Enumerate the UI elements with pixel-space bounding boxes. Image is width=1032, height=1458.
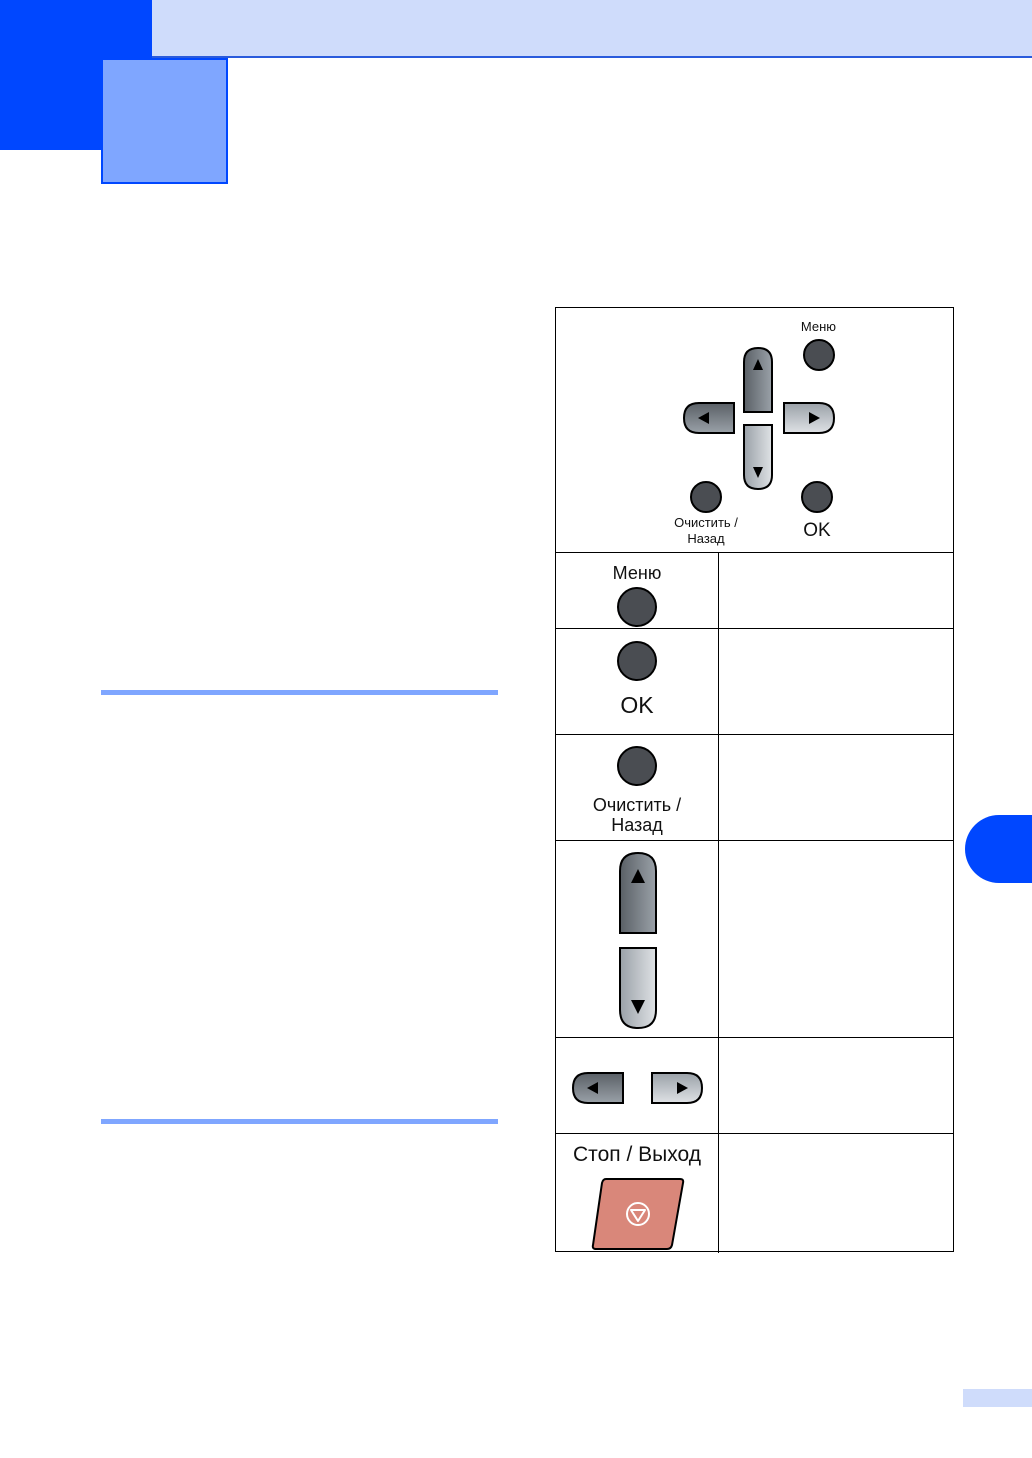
stop-exit-key-icon (592, 1177, 684, 1251)
right-arrow-button-icon (782, 401, 836, 435)
key-row-ok-description (719, 629, 955, 734)
key-row-menu-description (719, 553, 955, 628)
ok-label: OK (796, 520, 838, 542)
section-divider (101, 690, 498, 695)
up-arrow-button-icon (742, 346, 774, 414)
key-row-clear-back: Очистить / Назад (556, 735, 718, 840)
ok-button-icon (800, 480, 834, 514)
down-arrow-button-icon (742, 423, 774, 491)
key-row-menu: Меню (556, 553, 718, 628)
key-row-stop-exit-description (719, 1134, 955, 1252)
ok-key-label: OK (607, 692, 667, 719)
menu-button-icon (802, 338, 836, 372)
key-row-up-down (556, 841, 718, 1037)
menu-label: Меню (796, 319, 841, 334)
clear-back-button-icon (689, 480, 723, 514)
chapter-side-tab (965, 815, 1032, 883)
key-row-clear-back-description (719, 735, 955, 840)
section-divider (101, 1119, 498, 1124)
clear-back-label-line2: Назад (676, 531, 736, 546)
clear-back-label-line1: Очистить / (661, 515, 751, 530)
left-key-icon (571, 1071, 625, 1105)
left-arrow-button-icon (682, 401, 736, 435)
ok-key-icon (616, 640, 658, 682)
chapter-number-box (101, 58, 228, 184)
key-row-left-right-description (719, 1038, 955, 1133)
clear-back-key-label-line1: Очистить / (572, 795, 702, 816)
clear-back-key-icon (616, 745, 658, 787)
clear-back-key-label-line2: Назад (587, 815, 687, 836)
page-number-tab (963, 1389, 1032, 1407)
control-panel-overview: Меню Очистить / Назад (556, 308, 953, 553)
key-row-ok: OK (556, 629, 718, 734)
down-key-icon (618, 946, 658, 1030)
menu-key-icon (616, 586, 658, 628)
stop-exit-key-label: Стоп / Выход (562, 1143, 712, 1167)
menu-key-label: Меню (597, 563, 677, 584)
header-bar (152, 0, 1032, 58)
key-row-stop-exit: Стоп / Выход (556, 1134, 718, 1252)
up-key-icon (618, 851, 658, 935)
key-row-up-down-description (719, 841, 955, 1037)
key-row-left-right (556, 1038, 718, 1133)
control-panel-table: Меню Очистить / Назад (555, 307, 954, 1252)
right-key-icon (650, 1071, 704, 1105)
